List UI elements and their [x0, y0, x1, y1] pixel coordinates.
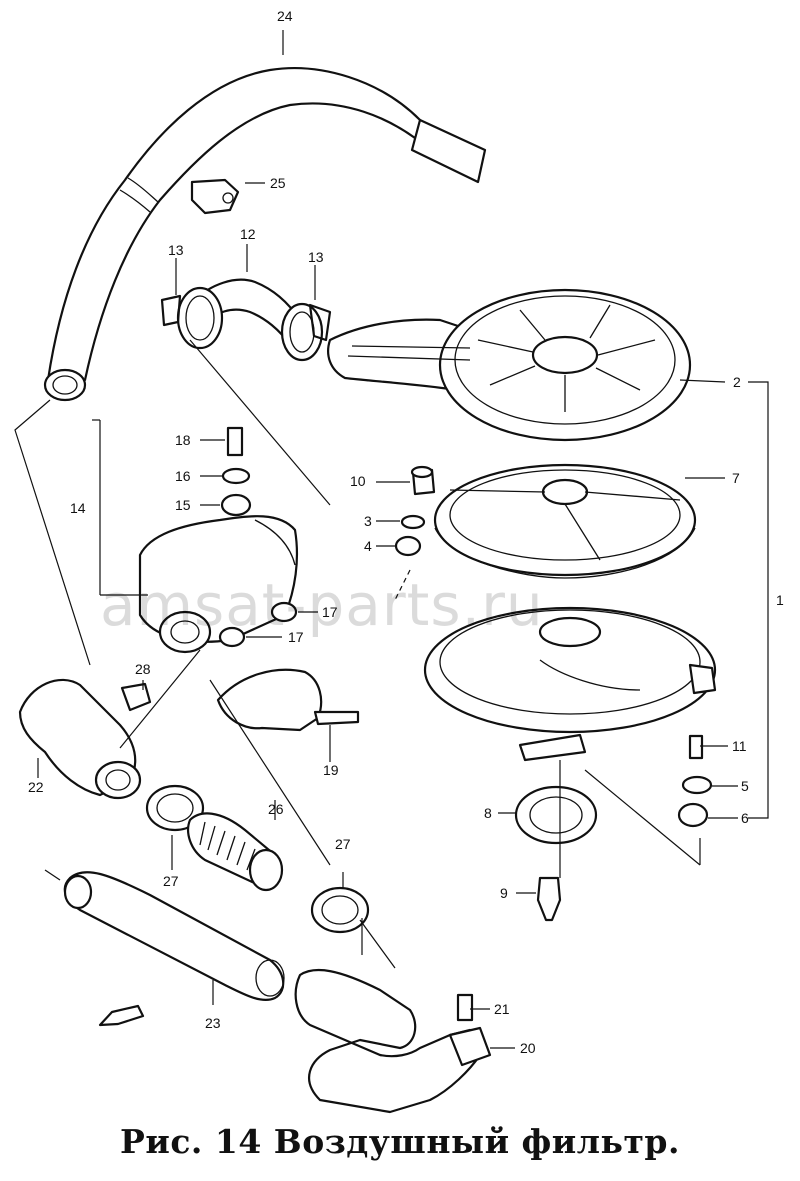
part-2-filter-cover: [327, 288, 692, 442]
callout-11: 11: [732, 738, 747, 754]
part-25-hose-clip: [190, 178, 240, 215]
part-23-long-tube: [63, 871, 285, 1002]
part-17-grommet-a: [270, 601, 298, 623]
callout-7: 7: [732, 470, 740, 486]
part-3-washer: [400, 514, 426, 530]
part-13-clamp-right: [308, 303, 332, 342]
part-16-washer: [221, 467, 251, 485]
part-17-grommet-b: [218, 626, 246, 648]
part-26-corrugated-hose: [187, 812, 284, 892]
callout-25: 25: [270, 175, 286, 191]
part-9-valve: [536, 876, 562, 922]
callout-23: 23: [205, 1015, 221, 1031]
callout-16: 16: [175, 468, 191, 484]
part-27-clamp-a: [145, 784, 205, 832]
callout-13a: 13: [168, 242, 184, 258]
figure-caption: Рис. 14 Воздушный фильтр.: [120, 1122, 680, 1161]
part-27-clamp-b: [310, 886, 370, 934]
callout-8: 8: [484, 805, 492, 821]
callout-10: 10: [350, 473, 366, 489]
part-14-intake-housing: [138, 515, 299, 654]
callout-18: 18: [175, 432, 191, 448]
callout-26: 26: [268, 801, 284, 817]
part-12-elbow-hose: [176, 278, 324, 362]
part-6-grommet: [677, 802, 709, 828]
callout-5: 5: [741, 778, 749, 794]
callout-4: 4: [364, 538, 372, 554]
callout-19: 19: [323, 762, 339, 778]
part-22-air-duct: [18, 678, 142, 800]
callout-17a: 17: [322, 604, 338, 620]
callout-12: 12: [240, 226, 256, 242]
callout-9: 9: [500, 885, 508, 901]
callout-21: 21: [494, 1001, 510, 1017]
part-20-bent-duct: [294, 968, 492, 1114]
watermark-text: amsat-parts.ru: [100, 571, 544, 639]
callout-13b: 13: [308, 249, 324, 265]
part-8-seal-ring: [514, 785, 598, 845]
leader-lines: [14, 30, 769, 1049]
callout-15: 15: [175, 497, 191, 513]
part-5-washer: [681, 775, 713, 795]
callout-labels: 24 25 12 13 13 2 7 1 10 3 4 18 16 15 14 …: [28, 8, 784, 1056]
callout-2: 2: [733, 374, 741, 390]
callout-24: 24: [277, 8, 293, 24]
callout-27a: 27: [163, 873, 179, 889]
callout-3: 3: [364, 513, 372, 529]
part-13-clamp-left: [160, 294, 182, 327]
part-18-bolt: [226, 426, 244, 457]
callout-6: 6: [741, 810, 749, 826]
callout-28: 28: [135, 661, 151, 677]
part-4-grommet: [394, 535, 422, 557]
callout-22: 22: [28, 779, 44, 795]
part-28-clip: [120, 682, 152, 712]
callout-27b: 27: [335, 836, 351, 852]
part-21-bolt: [456, 993, 474, 1022]
part-24-upper-hose: [43, 67, 487, 402]
callout-1: 1: [776, 592, 784, 608]
part-15-grommet: [220, 493, 252, 517]
part-11-bolt: [688, 734, 704, 760]
part-7-filter-element: [433, 463, 697, 579]
part-10-bolt: [410, 465, 436, 496]
callout-20: 20: [520, 1040, 536, 1056]
part-19-bracket: [216, 668, 360, 732]
direction-arrow-icon: [98, 1004, 145, 1027]
part-1-lower-case: [423, 606, 717, 762]
callout-17b: 17: [288, 629, 304, 645]
callout-14: 14: [70, 500, 86, 516]
